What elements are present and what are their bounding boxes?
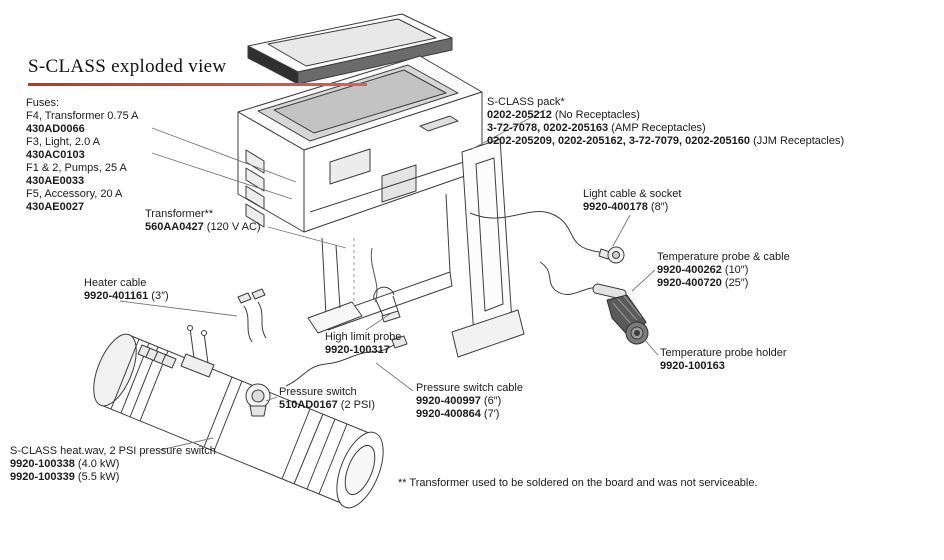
part-number: 9920-400997 bbox=[416, 395, 481, 407]
label-pressure-switch: Pressure switch 510AD0167 (2 PSI) bbox=[279, 386, 375, 412]
part-number: 9920-100338 bbox=[10, 458, 75, 470]
label-title: Pressure switch cable bbox=[416, 382, 523, 394]
label-high-limit-probe: High limit probe 9920-100317 bbox=[325, 331, 401, 357]
footnote: ** Transformer used to be soldered on th… bbox=[398, 477, 758, 489]
board-components-drawing bbox=[309, 115, 471, 303]
chassis-bracket-drawing bbox=[307, 193, 453, 334]
heater-cable-drawing bbox=[237, 288, 267, 343]
label-transformer: Transformer** 560AA0427 (120 V AC) bbox=[145, 208, 261, 234]
part-number: 0202-205209, 0202-205162, 3-72-7079, 020… bbox=[487, 135, 751, 147]
part-suffix: (No Receptacles) bbox=[551, 109, 640, 121]
part-desc: F3, Light, 2.0 A bbox=[26, 136, 100, 148]
label-title: Heater cable bbox=[84, 277, 147, 289]
part-suffix: (JJM Receptacles) bbox=[750, 135, 845, 147]
label-pack: S-CLASS pack* 0202-205212 (No Receptacle… bbox=[487, 96, 844, 148]
title-underline bbox=[28, 83, 367, 86]
part-number: 430AD0066 bbox=[26, 123, 85, 135]
leader-lines bbox=[119, 109, 659, 451]
part-number: 430AC0103 bbox=[26, 149, 85, 161]
part-number: 3-72-7078, 0202-205163 bbox=[487, 122, 609, 134]
part-suffix: (6″) bbox=[480, 395, 502, 407]
heater-tube-drawing bbox=[93, 325, 384, 509]
label-title: High limit probe bbox=[325, 331, 402, 343]
part-suffix: (25″) bbox=[721, 277, 749, 289]
part-number: 9920-100339 bbox=[10, 471, 75, 483]
part-number: 9920-100317 bbox=[325, 344, 390, 356]
part-suffix: (AMP Receptacles) bbox=[608, 122, 706, 134]
mounting-bracket-drawing bbox=[451, 138, 525, 358]
part-number: 9920-400864 bbox=[416, 408, 481, 420]
label-ps-cable: Pressure switch cable 9920-400997 (6″) 9… bbox=[416, 382, 523, 421]
probe-holder-drawing bbox=[606, 294, 649, 345]
part-suffix: (10″) bbox=[721, 264, 749, 276]
pressure-switch-drawing bbox=[245, 383, 271, 417]
label-title: Temperature probe holder bbox=[660, 347, 787, 359]
part-number: 9920-400262 bbox=[657, 264, 722, 276]
part-suffix: (8″) bbox=[647, 201, 669, 213]
part-number: 560AA0427 bbox=[145, 221, 204, 233]
part-number: 510AD0167 bbox=[279, 399, 338, 411]
label-probe-holder: Temperature probe holder 9920-100163 bbox=[660, 347, 787, 373]
part-suffix: (7′) bbox=[480, 408, 500, 420]
lid-drawing bbox=[247, 13, 453, 85]
part-number: 9920-400720 bbox=[657, 277, 722, 289]
label-title: Light cable & socket bbox=[583, 188, 682, 200]
part-suffix: (5.5 kW) bbox=[74, 471, 120, 483]
label-title: S-CLASS heat.wav, 2 PSI pressure switch bbox=[10, 445, 216, 457]
part-number: 0202-205212 bbox=[487, 109, 552, 121]
part-desc: F4, Transformer 0.75 A bbox=[26, 110, 139, 122]
control-pack-drawing bbox=[237, 13, 525, 358]
part-number: 9920-100163 bbox=[660, 360, 725, 372]
label-heater-cable: Heater cable 9920-401161 (3″) bbox=[84, 277, 169, 303]
part-number: 9920-401161 bbox=[84, 290, 149, 302]
part-suffix: (2 PSI) bbox=[337, 399, 376, 411]
temp-probe-drawing bbox=[539, 261, 627, 300]
part-number: 430AE0033 bbox=[26, 175, 85, 187]
fuse-strip-drawing bbox=[245, 149, 265, 228]
label-fuses: Fuses: F4, Transformer 0.75 A 430AD0066 … bbox=[26, 97, 139, 214]
part-suffix: (3″) bbox=[148, 290, 169, 302]
label-title: S-CLASS pack* bbox=[487, 96, 565, 108]
high-limit-probe-drawing bbox=[373, 286, 401, 323]
label-heater: S-CLASS heat.wav, 2 PSI pressure switch … bbox=[10, 445, 216, 484]
label-title: Fuses: bbox=[26, 97, 60, 109]
part-number: 9920-400178 bbox=[583, 201, 648, 213]
label-light-cable: Light cable & socket 9920-400178 (8″) bbox=[583, 188, 681, 214]
page-title: S-CLASS exploded view bbox=[28, 56, 227, 77]
part-suffix: (4.0 kW) bbox=[74, 458, 120, 470]
part-suffix: (120 V AC) bbox=[203, 221, 261, 233]
light-cable-drawing bbox=[469, 210, 625, 264]
pressure-switch-cable-drawing bbox=[285, 335, 408, 387]
label-title: Temperature probe & cable bbox=[657, 251, 790, 263]
part-desc: F1 & 2, Pumps, 25 A bbox=[26, 162, 127, 174]
label-title: Pressure switch bbox=[279, 386, 357, 398]
part-desc: F5, Accessory, 20 A bbox=[26, 188, 123, 200]
label-title: Transformer** bbox=[145, 208, 214, 220]
label-temp-probe: Temperature probe & cable 9920-400262 (1… bbox=[657, 251, 790, 290]
part-number: 430AE0027 bbox=[26, 201, 85, 213]
